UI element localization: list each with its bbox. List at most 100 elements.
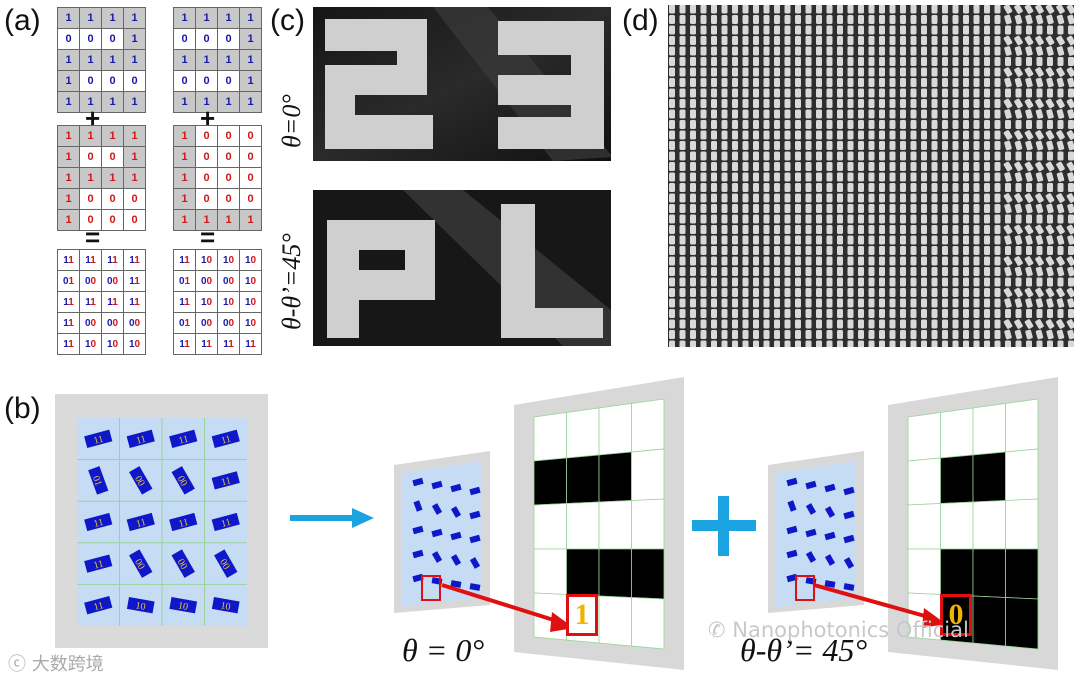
sem-nanobrick (700, 319, 707, 329)
sem-nanobrick (763, 36, 770, 45)
sem-nanobrick (1026, 151, 1032, 161)
matrix-cell: 0 (79, 209, 102, 231)
sem-nanobrick (711, 214, 717, 224)
sem-nanobrick (900, 298, 906, 308)
sem-nanobrick (889, 78, 896, 87)
sem-nanobrick (921, 235, 927, 245)
sem-nanobrick (732, 141, 738, 150)
sem-nanobrick (721, 298, 728, 308)
nanobrick-label: 10 (177, 600, 189, 613)
sem-nanobrick (1057, 183, 1064, 192)
sem-nanobrick (721, 67, 728, 77)
sem-nanobrick (742, 256, 749, 266)
sem-nanobrick (889, 235, 896, 245)
sem-nanobrick (742, 57, 749, 66)
sem-nanobrick (963, 88, 969, 98)
matrix-cell: 00 (79, 270, 102, 292)
sem-nanobrick (774, 5, 780, 14)
sem-nanobrick (858, 5, 864, 14)
sem-nanobrick (879, 5, 885, 14)
sem-nanobrick (1036, 277, 1043, 287)
sem-nanobrick (847, 330, 854, 339)
nanobrick-label: 11 (220, 475, 232, 488)
sem-nanobrick (1056, 172, 1065, 182)
sem-nanobrick (952, 288, 959, 297)
sem-nanobrick (963, 120, 969, 129)
sem-nanobrick (753, 57, 759, 66)
sem-nanobrick (742, 151, 749, 161)
sem-nanobrick (816, 141, 822, 150)
screen-right (888, 377, 1058, 670)
sem-nanobrick (826, 130, 833, 140)
sem-nanobrick (690, 120, 696, 129)
sem-nanobrick (1066, 287, 1074, 298)
sem-nanobrick (963, 141, 969, 150)
sem-nanobrick (1045, 130, 1055, 140)
sem-nanobrick (984, 120, 990, 129)
sem-nanobrick (826, 151, 833, 161)
matrix-cell: 0 (173, 28, 196, 50)
sem-nanobrick (973, 109, 980, 119)
sem-nanobrick (900, 277, 906, 287)
matrix-cell: 00 (217, 270, 240, 292)
sem-nanobrick (690, 172, 696, 182)
panel-label-d: (d) (622, 4, 659, 37)
nanobrick-small (412, 477, 424, 487)
sem-nanobrick (721, 172, 728, 182)
sem-nanobrick (784, 319, 791, 329)
sem-nanobrick (868, 204, 875, 213)
sem-nanobrick (700, 88, 707, 98)
sem-nanobrick (1035, 235, 1044, 245)
sem-nanobrick (732, 162, 738, 171)
matrix-cell: 11 (239, 333, 262, 355)
sem-nanobrick (1026, 57, 1032, 66)
sem-nanobrick (826, 330, 833, 339)
matrix-cell: 1 (123, 91, 146, 113)
matrix-cell: 0 (217, 146, 240, 168)
sem-nanobrick (837, 25, 843, 35)
matrix-cell: 01 (173, 270, 196, 292)
sem-nanobrick (690, 309, 696, 318)
sem-nanobrick (679, 130, 686, 140)
nanobrick-small (431, 528, 443, 538)
sem-nanobrick (900, 288, 906, 297)
sem-nanobrick (973, 267, 980, 276)
sem-nanobrick (795, 204, 801, 213)
screen-pixel (631, 548, 665, 600)
sem-nanobrick (805, 36, 812, 45)
sem-nanobrick (1066, 67, 1074, 77)
sem-nanobrick (1067, 109, 1074, 119)
sem-nanobrick (847, 319, 854, 329)
sem-nanobrick (1047, 88, 1053, 98)
sem-nanobrick (942, 36, 948, 45)
sem-nanobrick (910, 235, 917, 245)
sem-nanobrick (774, 25, 780, 35)
sem-nanobrick (679, 267, 686, 276)
sem-nanobrick (784, 267, 791, 276)
sem-nanobrick (942, 319, 948, 329)
sem-nanobrick (1003, 98, 1013, 109)
sem-nanobrick (858, 298, 864, 308)
sem-nanobrick (868, 235, 875, 245)
sem-nanobrick (900, 67, 906, 77)
sem-nanobrick (805, 235, 812, 245)
sem-nanobrick (1003, 193, 1013, 203)
sem-nanobrick (847, 46, 854, 56)
nanobrick-small (412, 525, 424, 535)
sem-nanobrick (900, 319, 906, 329)
sem-nanobrick (942, 172, 948, 182)
sem-nanobrick (669, 109, 675, 119)
sem-nanobrick (711, 204, 717, 213)
sem-nanobrick (690, 193, 696, 203)
sem-nanobrick (700, 267, 707, 276)
sem-nanobrick (931, 277, 938, 287)
sem-nanobrick (795, 88, 801, 98)
sem-nanobrick (700, 99, 707, 108)
sem-nanobrick (973, 298, 980, 308)
corner-logo-icon: ⓒ (8, 654, 26, 675)
sem-nanobrick (963, 298, 969, 308)
sem-nanobrick (1068, 340, 1074, 347)
sem-nanobrick (889, 120, 896, 129)
sem-nanobrick (795, 246, 801, 255)
sem-nanobrick (784, 214, 791, 224)
